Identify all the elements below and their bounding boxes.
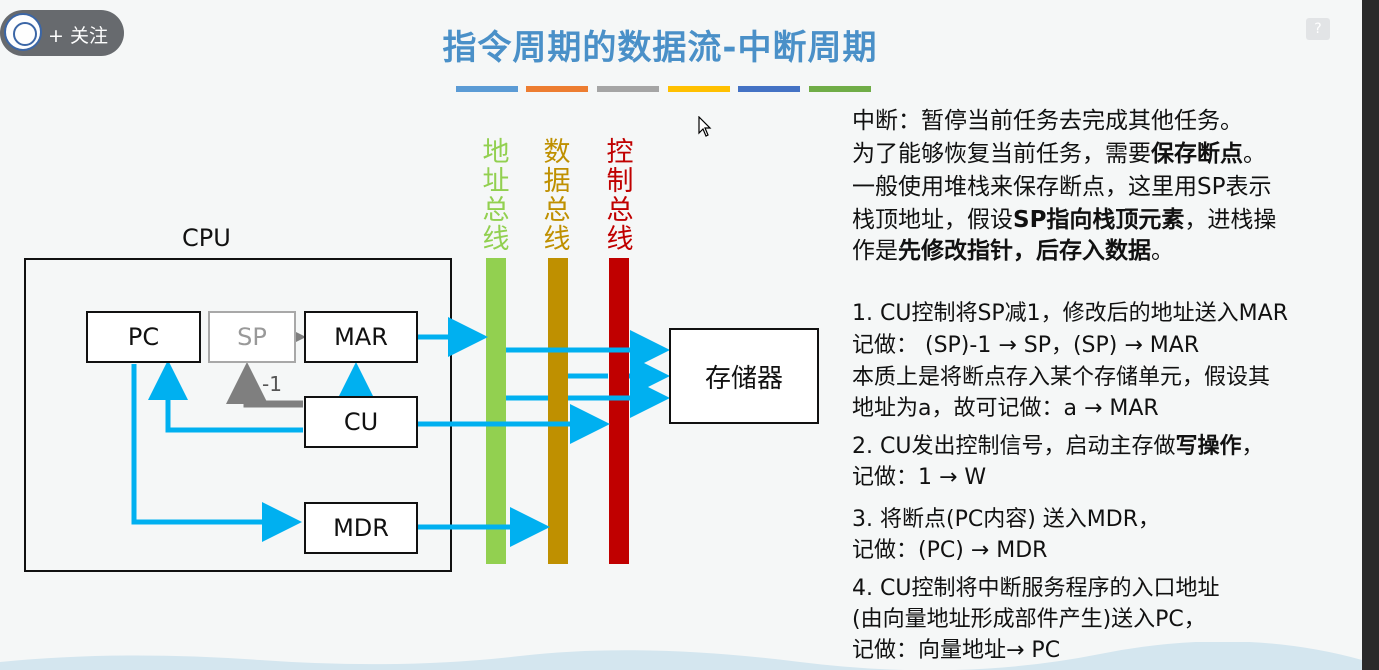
intro-line-5: 作是先修改指针，后存入数据。 xyxy=(852,236,1174,267)
decorative-wave xyxy=(0,642,1362,670)
pc-register: PC xyxy=(86,311,201,363)
step-1-line-2: 记做： (SP)-1 → SP，(SP) → MAR xyxy=(852,330,1199,361)
mar-register: MAR xyxy=(304,311,418,363)
step-1-line-4: 地址为a，故可记做：a → MAR xyxy=(852,393,1159,424)
intro-line-4: 栈顶地址，假设SP指向栈顶元素，进栈操 xyxy=(852,205,1276,236)
arrow-cu-to-pc xyxy=(168,370,303,430)
step-3-line-2: 记做：(PC) → MDR xyxy=(852,535,1047,566)
intro-line-3: 一般使用堆栈来保存断点，这里用SP表示 xyxy=(852,172,1271,203)
step-3-line-1: 3. 将断点(PC内容) 送入MDR， xyxy=(852,504,1160,535)
step-1-line-1: 1. CU控制将SP减1，修改后的地址送入MAR xyxy=(852,298,1288,329)
step-4-line-2: (由向量地址形成部件产生)送入PC， xyxy=(852,604,1206,635)
sp-decrement-label: -1 xyxy=(262,372,282,396)
step-4-line-1: 4. CU控制将中断服务程序的入口地址 xyxy=(852,573,1219,604)
memory-box: 存储器 xyxy=(669,328,819,424)
step-2-line-2: 记做：1 → W xyxy=(852,462,986,493)
sp-register: SP xyxy=(208,311,296,363)
intro-line-2: 为了能够恢复当前任务，需要保存断点。 xyxy=(852,139,1266,170)
intro-line-1: 中断：暂停当前任务去完成其他任务。 xyxy=(852,106,1243,137)
help-icon[interactable]: ? xyxy=(1306,18,1330,40)
window-right-edge xyxy=(1362,0,1379,670)
mdr-register: MDR xyxy=(304,502,418,554)
diagram-arrows xyxy=(0,0,840,600)
step-1-line-3: 本质上是将断点存入某个存储单元，假设其 xyxy=(852,362,1270,393)
step-2-line-1: 2. CU发出控制信号，启动主存做写操作， xyxy=(852,431,1263,462)
cu-unit: CU xyxy=(304,396,418,448)
